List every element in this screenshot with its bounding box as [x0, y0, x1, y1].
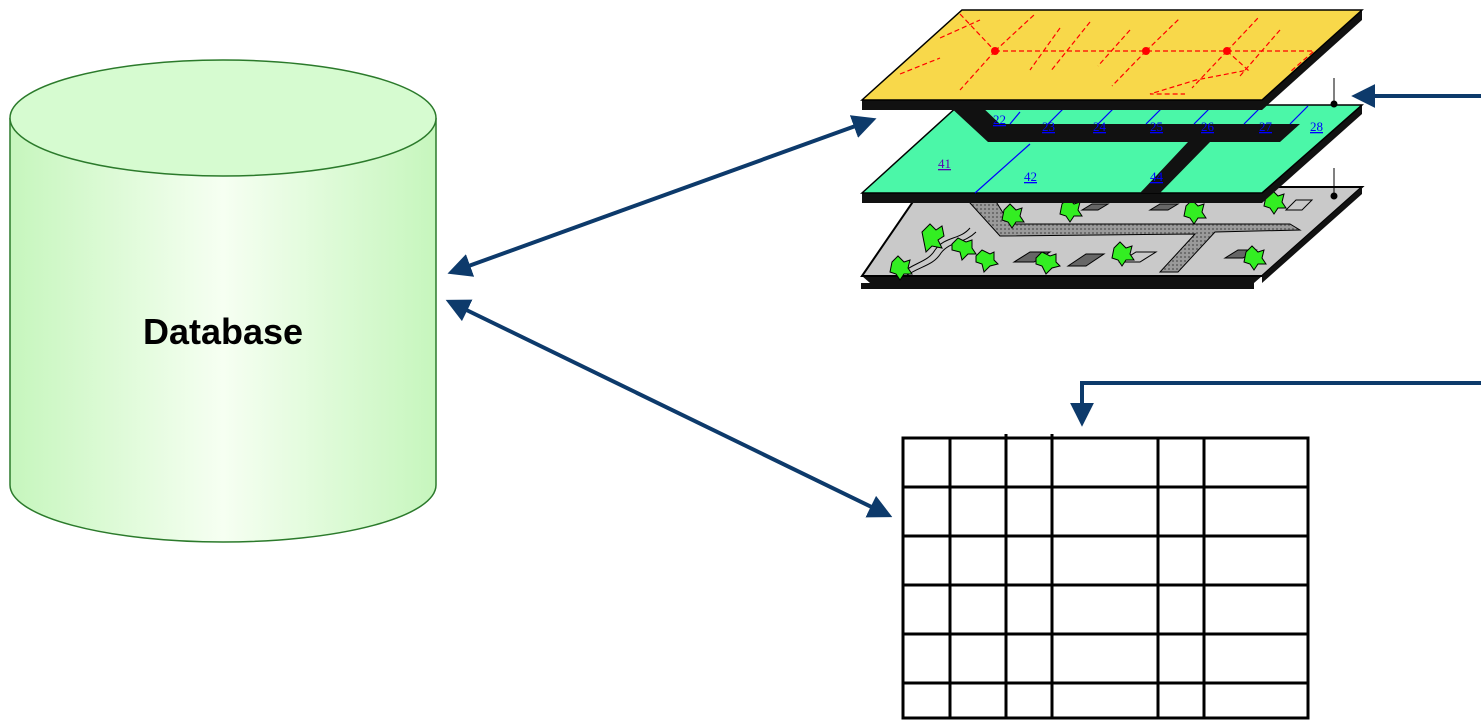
- network-nodes: [991, 47, 1231, 55]
- parcel-label-28[interactable]: 28: [1310, 119, 1323, 134]
- network-lines: [899, 13, 1316, 95]
- layer-connectors: [1330, 78, 1338, 200]
- tree-symbols: [889, 189, 1287, 281]
- database-cylinder: Database: [9, 59, 437, 543]
- parcel-label-22[interactable]: 22: [993, 112, 1006, 127]
- db-to-map-arrow: [447, 115, 877, 277]
- parcel-label-25[interactable]: 25: [1150, 119, 1163, 134]
- parcel-label-24[interactable]: 24: [1093, 119, 1107, 134]
- map-layer-stack: 22 23 24 25 26 27 28 41 42 44: [860, 9, 1365, 289]
- incoming-table-arrow: [1070, 381, 1481, 427]
- parcel-label-44[interactable]: 44: [1150, 169, 1164, 184]
- parcel-layer: 22 23 24 25 26 27 28 41 42 44: [860, 104, 1364, 203]
- parcel-label-26[interactable]: 26: [1201, 119, 1215, 134]
- db-to-table-arrow: [445, 299, 893, 518]
- connector-arrows: [445, 84, 1481, 518]
- parcel-label-23[interactable]: 23: [1042, 119, 1055, 134]
- network-layer: [860, 9, 1364, 110]
- parcel-label-27[interactable]: 27: [1259, 119, 1273, 134]
- database-label: Database: [143, 311, 303, 352]
- parcel-label-42[interactable]: 42: [1024, 169, 1037, 184]
- parcel-label-41[interactable]: 41: [938, 156, 951, 171]
- attribute-table: [901, 434, 1310, 720]
- base-layer: [860, 186, 1365, 289]
